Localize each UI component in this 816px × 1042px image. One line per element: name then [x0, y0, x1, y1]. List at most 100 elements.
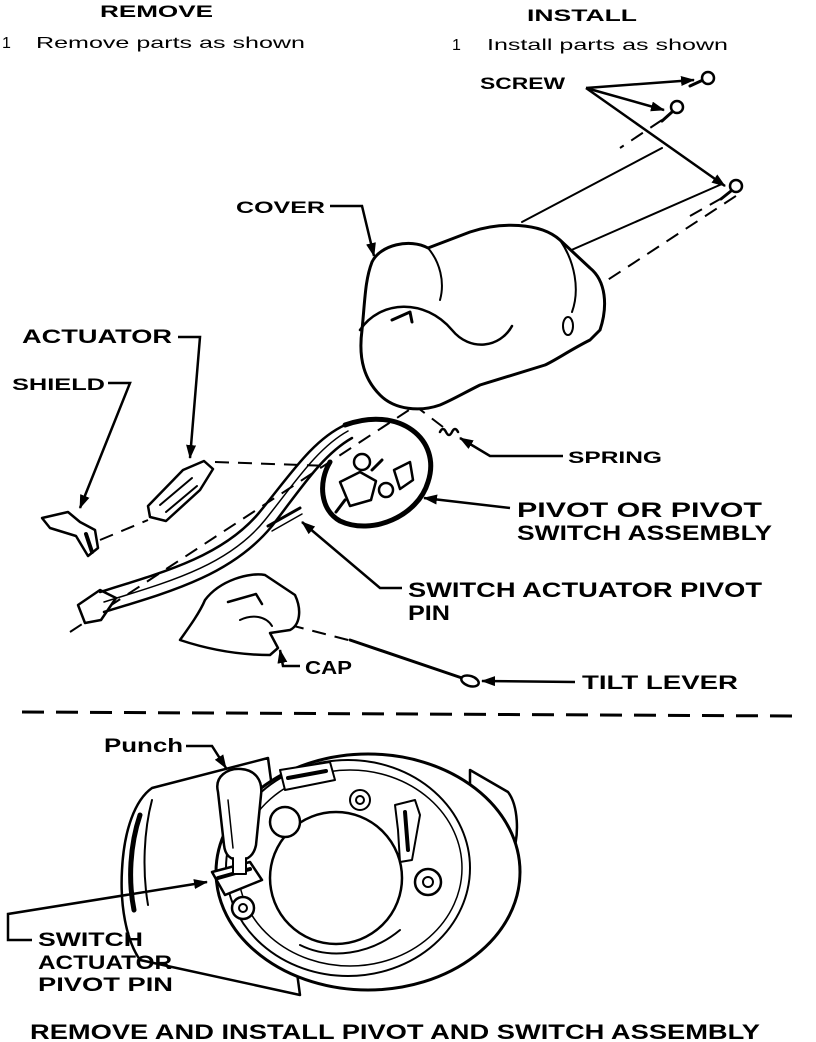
screw-head: [728, 178, 744, 194]
top-labels: SCREW COVER ACTUATOR SHIELD SPRING PIVOT…: [12, 74, 772, 694]
switch-lever-shading: [403, 810, 410, 852]
top-leader-arrows: [78, 75, 726, 687]
punch-tool: [216, 767, 263, 875]
detail-pin-leader-arrow: [6, 879, 208, 942]
screw-shank: [719, 189, 733, 201]
center-opening: [268, 810, 404, 946]
install-header: INSTALL 1 Install parts as shown: [452, 6, 728, 54]
screws: [660, 70, 744, 201]
actuator-label: ACTUATOR: [22, 327, 172, 348]
shield-part: [40, 510, 100, 558]
wire-loop: [320, 416, 434, 529]
rivet-center: [238, 903, 248, 913]
pin-label-line1: SWITCH ACTUATOR PIVOT: [408, 579, 762, 602]
shield-leader-arrow: [78, 381, 132, 509]
detail-switch-parts: [210, 761, 443, 955]
rod-lower-edge: [102, 436, 354, 614]
spring-axis-line: [404, 397, 444, 428]
actuator-slot: [159, 477, 193, 506]
shaft-upper-edge: [521, 147, 663, 223]
tilt-lever-part: [348, 638, 480, 688]
cover-outline: [359, 223, 607, 411]
pivot-pin-part: [266, 506, 303, 532]
screw-leader-arrow: [585, 86, 726, 188]
main-axis-line: [69, 191, 743, 633]
shaft-lower-edge: [559, 183, 723, 256]
cover-slot: [562, 316, 574, 336]
cap-slot: [226, 592, 264, 606]
screw-label: SCREW: [480, 74, 566, 93]
tilt-lever-knob: [460, 674, 480, 688]
actuator-leader-arrow: [178, 335, 202, 459]
pivot-switch-assembly: [334, 452, 415, 514]
cover-label: COVER: [236, 198, 325, 217]
screw-part: [660, 99, 685, 123]
punch-body: [216, 767, 263, 862]
screw-axis-line: [619, 119, 663, 149]
actuator-rod-wire: [76, 416, 434, 625]
cap-label: CAP: [305, 658, 352, 678]
pivot-pin: [266, 506, 302, 528]
tilt-lever-axis-line: [289, 624, 353, 642]
tilt-lever-leader-arrow: [481, 676, 576, 687]
housing-shading: [128, 812, 143, 913]
cover-contour-line: [427, 247, 443, 301]
spring-part: [438, 427, 460, 437]
actuator-slot: [165, 485, 198, 513]
install-step-text: Install parts as shown: [487, 37, 728, 54]
detail-leader-arrows: [6, 744, 228, 942]
cover-opening-edge: [358, 305, 514, 346]
cover-tab: [390, 310, 414, 324]
pivot-bushing: [268, 805, 302, 839]
cap-contour: [239, 615, 273, 627]
shield-label: SHIELD: [12, 375, 105, 394]
screw-head: [669, 99, 685, 115]
punch-leader-arrow: [186, 744, 228, 769]
detail-pin-label-line3: PIVOT PIN: [38, 975, 173, 996]
remove-header: REMOVE 1 Remove parts as shown: [2, 2, 305, 52]
pivot-stud: [377, 481, 395, 499]
screw-part: [719, 178, 744, 201]
shield-edge-shading: [84, 532, 94, 554]
install-step-number: 1: [452, 37, 461, 54]
tilt-lever-rod: [348, 638, 464, 680]
install-title: INSTALL: [527, 6, 637, 25]
rivet-center: [422, 876, 434, 888]
screw-shank: [660, 110, 674, 123]
detail-pin-label-line1: SWITCH: [38, 930, 143, 951]
punch-shading: [227, 799, 234, 849]
pivot-bushing: [352, 452, 372, 472]
cover-contour-line: [559, 239, 577, 313]
shield-axis-line: [99, 519, 149, 541]
steering-column-shaft: [521, 147, 723, 256]
rod-center-line: [103, 430, 349, 603]
cap-part: [178, 573, 301, 657]
cover-leader-arrow: [330, 204, 376, 257]
figure-caption: REMOVE AND INSTALL PIVOT AND SWITCH ASSE…: [30, 1021, 760, 1042]
punch-tip: [232, 857, 247, 875]
top-slot-shading: [286, 769, 328, 780]
rod-end-block: [76, 588, 118, 625]
section-divider: [21, 710, 797, 718]
remove-step-number: 1: [2, 35, 11, 52]
pivot-label-line2: SWITCH ASSEMBLY: [517, 522, 772, 545]
pivot-label-line1: PIVOT OR PIVOT: [517, 499, 762, 522]
rod-upper-edge: [98, 423, 347, 594]
housing-contour: [143, 799, 153, 906]
center-axis-lines: [69, 119, 743, 642]
shield-body: [40, 510, 100, 558]
screw-leader-arrow: [585, 86, 665, 112]
remove-step-text: Remove parts as shown: [36, 35, 305, 52]
pin-leader-arrow: [301, 521, 402, 590]
remove-title: REMOVE: [100, 2, 213, 21]
actuator-axis-line: [214, 461, 331, 467]
punch-label: Punch: [104, 736, 183, 757]
pin-label-line2: PIN: [408, 602, 450, 625]
cap-body: [178, 573, 301, 657]
spring-leader-arrow: [459, 436, 563, 458]
detail-housing: [120, 752, 522, 997]
spring-label: SPRING: [568, 448, 662, 467]
rivet-center: [355, 795, 365, 805]
